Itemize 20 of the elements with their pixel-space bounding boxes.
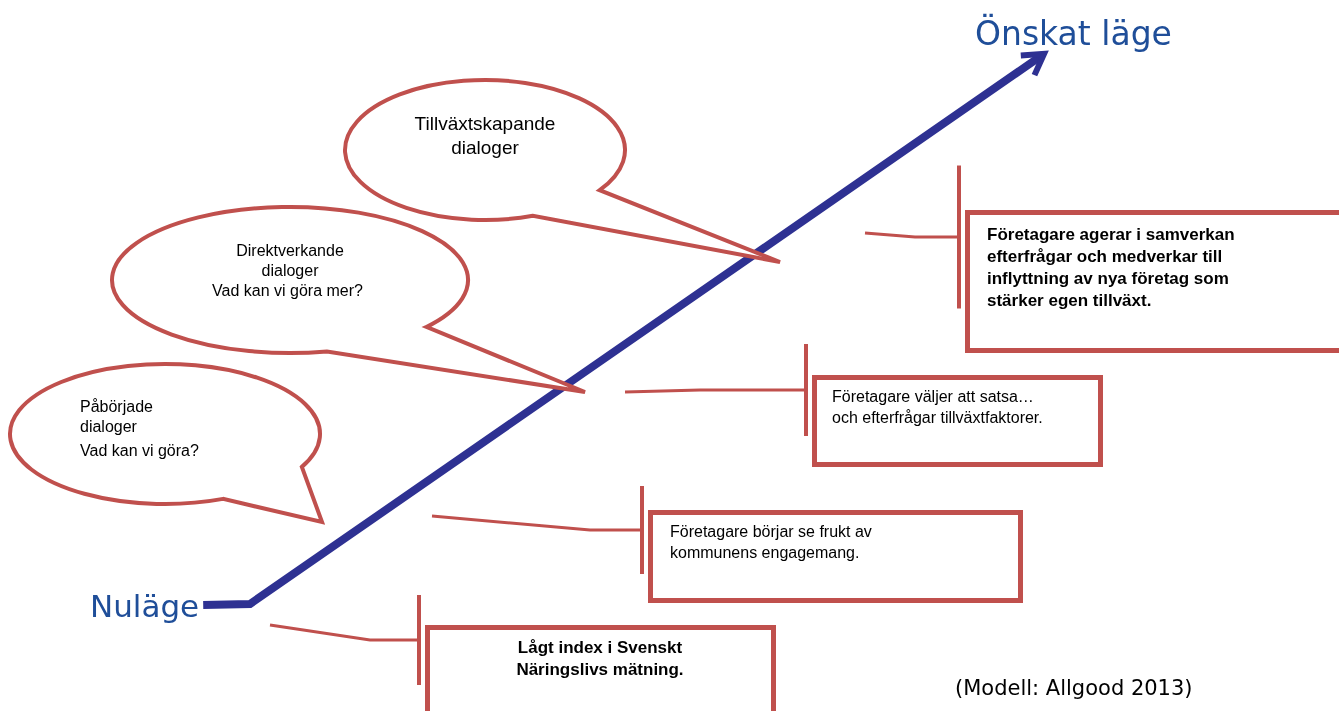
source-note: (Modell: Allgood 2013) [955, 676, 1193, 700]
goal-label: Önskat läge [975, 14, 1172, 53]
box-text: Lågt index i Svenskt Näringslivs mätning. [515, 637, 685, 682]
outcome-box [812, 375, 1103, 467]
bubble-text: Tillväxtskapande dialoger [413, 112, 557, 160]
bubble-text: Påbörjade dialoger [80, 397, 154, 437]
bubble-text: Direktverkande dialoger [235, 241, 345, 281]
bracket-line [431, 484, 644, 576]
box-text: Företagare börjar se frukt av kommunens engagemang. [670, 522, 873, 563]
bracket-line [864, 163, 961, 311]
box-text: Företagare agerar i samverkan efterfrågar och medverkar till inflyttning av nya företag som stärker egen tillväxt. [987, 224, 1236, 313]
outcome-box [965, 210, 1339, 353]
bracket-line [624, 342, 808, 438]
bubble-text: Vad kan vi göra? [80, 441, 200, 461]
outcome-box [425, 625, 776, 711]
outcome-box [648, 510, 1023, 603]
start-label: Nuläge [90, 588, 200, 624]
bracket-line [269, 593, 421, 687]
bubble-text: Vad kan vi göra mer? [211, 281, 364, 301]
box-text: Företagare väljer att satsa… och efterfrågar tillväxtfaktorer. [832, 387, 1044, 428]
